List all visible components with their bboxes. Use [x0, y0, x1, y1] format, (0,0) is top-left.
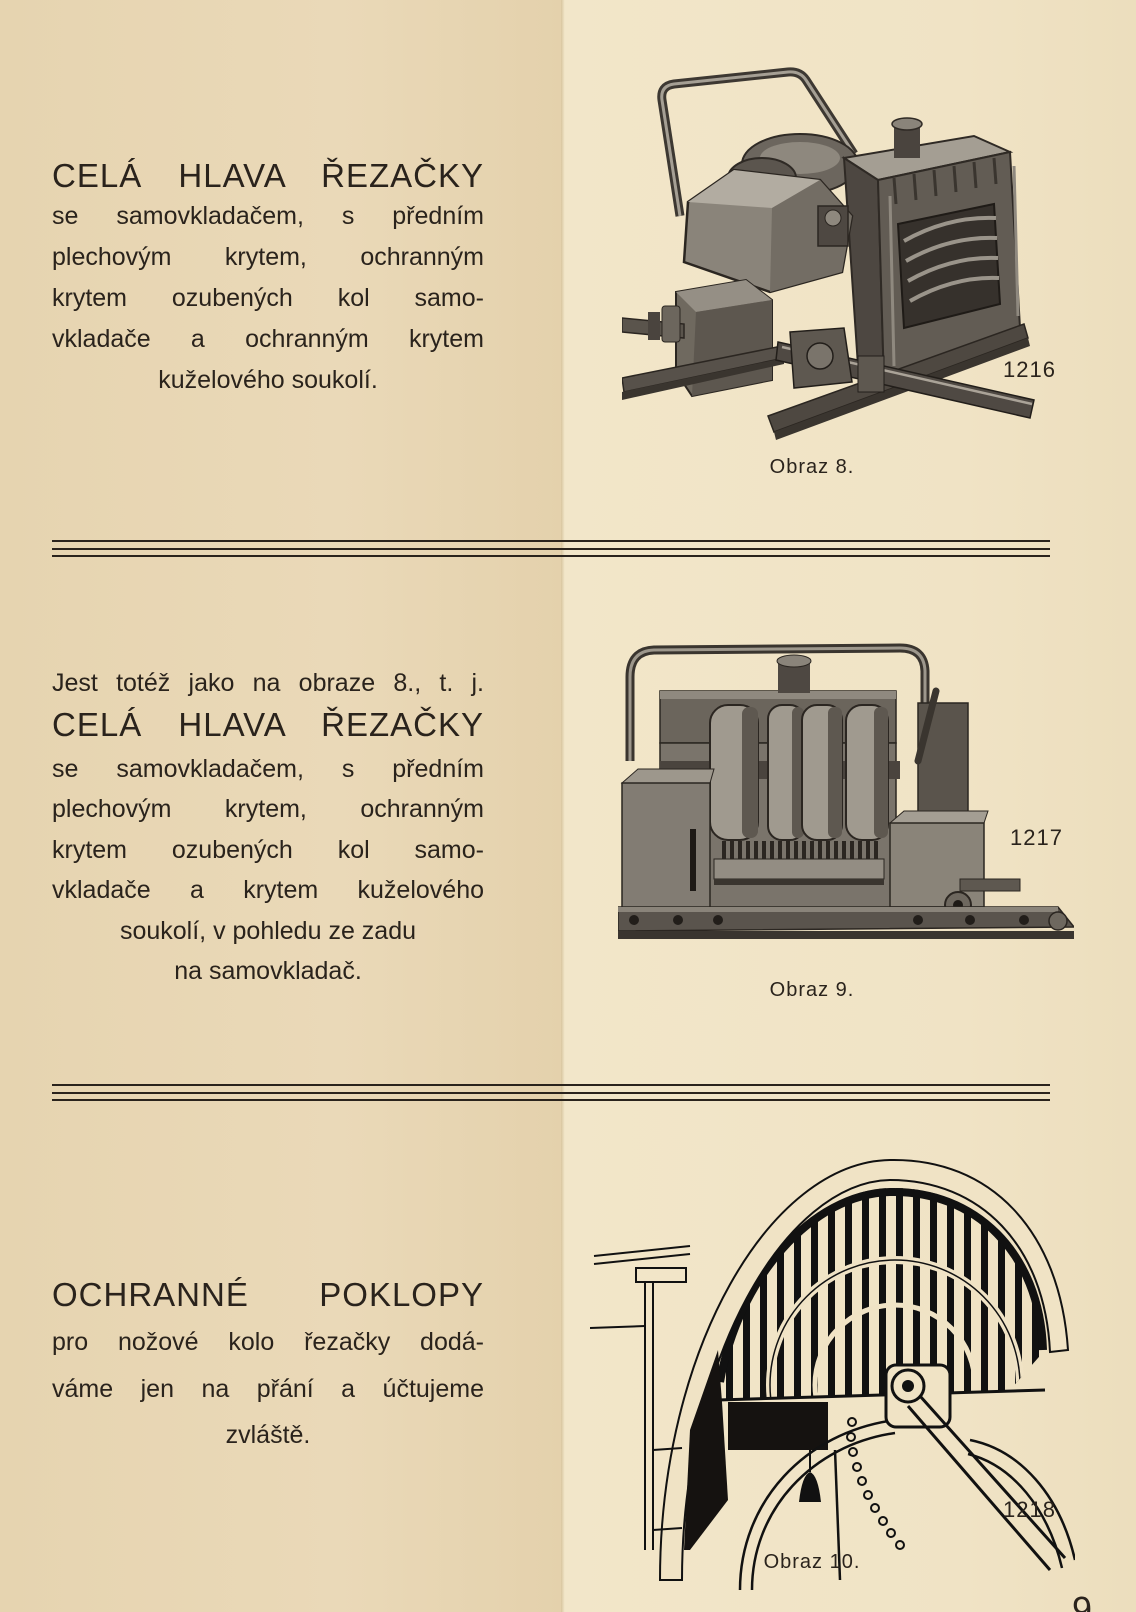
oil-cap: [891, 117, 923, 158]
cutter-head-rear-view-image: [618, 643, 1074, 939]
divider-line: [52, 1084, 1050, 1086]
page-number: 9: [1072, 1590, 1093, 1612]
section-2-intro: Jest totéž jako na obraze 8., t. j.: [52, 669, 484, 697]
section-3-body: pro nožové kolo řezačky dodá- váme jen n…: [52, 1319, 484, 1459]
guard-rim: [658, 1158, 1070, 1581]
body-line: plechovým krytem, ochranným: [52, 243, 484, 271]
figure-8-illustration: [622, 66, 1062, 446]
section-2-body: se samovkladačem, s předním plechovým kr…: [52, 749, 484, 991]
figure-10-number: 1218: [1003, 1497, 1056, 1522]
section-1-heading: CELÁ HLAVA ŘEZAČKY: [52, 157, 484, 194]
body-line: pro nožové kolo řezačky dodá-: [52, 1328, 484, 1356]
body-line: soukolí, v pohledu ze zadu: [119, 916, 417, 945]
body-line: na samovkladač.: [174, 957, 362, 986]
divider-line: [52, 1099, 1050, 1101]
body-line: kuželového soukolí.: [158, 366, 378, 394]
oil-cap: [776, 654, 812, 693]
body-line: se samovkladačem, s předním: [52, 202, 484, 230]
crank-arm: [906, 1394, 1067, 1571]
figure-10-caption: Obraz 10.: [763, 1551, 861, 1573]
frame-table: [590, 1245, 691, 1550]
section-2-heading: CELÁ HLAVA ŘEZAČKY: [52, 706, 484, 743]
base-plate: [618, 906, 1074, 939]
body-line: se samovkladačem, s předním: [52, 755, 484, 783]
wheel-guard-drawing: [590, 1158, 1075, 1590]
divider-line: [52, 548, 1050, 550]
drive-shaft: [775, 327, 1035, 419]
bell: [799, 1450, 821, 1502]
handle: [625, 643, 930, 761]
figure-8-caption: Obraz 8.: [769, 456, 855, 478]
body-line: vkladače a ochranným krytem: [52, 325, 484, 353]
divider-line: [52, 1092, 1050, 1094]
body-line: krytem ozubených kol samo-: [52, 835, 484, 864]
body-line: plechovým krytem, ochranným: [52, 795, 484, 824]
figure-9-number: 1217: [1010, 825, 1063, 850]
section-3-heading: OCHRANNÉ POKLOPY: [52, 1276, 484, 1313]
figure-9-caption: Obraz 9.: [769, 979, 855, 1001]
divider-line: [52, 540, 1050, 542]
right-box: [888, 810, 1021, 919]
cutter-head-side-view-image: [622, 67, 1035, 440]
guard-bars: [716, 1187, 1047, 1402]
housing: [841, 134, 1022, 386]
left-box: [620, 768, 715, 924]
figure-10-illustration: [590, 1150, 1075, 1590]
chain: [846, 1417, 905, 1550]
left-shaft: [622, 305, 685, 343]
figure-8-number: 1216: [1003, 357, 1056, 382]
figure-9-illustration: [618, 643, 1074, 963]
left-page: [0, 0, 564, 1612]
body-line: krytem ozubených kol samo-: [52, 284, 484, 312]
body-line: váme jen na přání a účtujeme: [52, 1374, 484, 1403]
body-line: zvláště.: [225, 1421, 311, 1449]
side-attachment: [914, 687, 969, 816]
page-fold: [561, 0, 565, 1612]
section-1-body: se samovkladačem, s předním plechovým kr…: [52, 196, 484, 401]
front-cover: [682, 168, 854, 294]
body-line: vkladače a krytem kuželového: [52, 876, 484, 905]
handle: [657, 67, 858, 217]
divider-line: [52, 555, 1050, 557]
